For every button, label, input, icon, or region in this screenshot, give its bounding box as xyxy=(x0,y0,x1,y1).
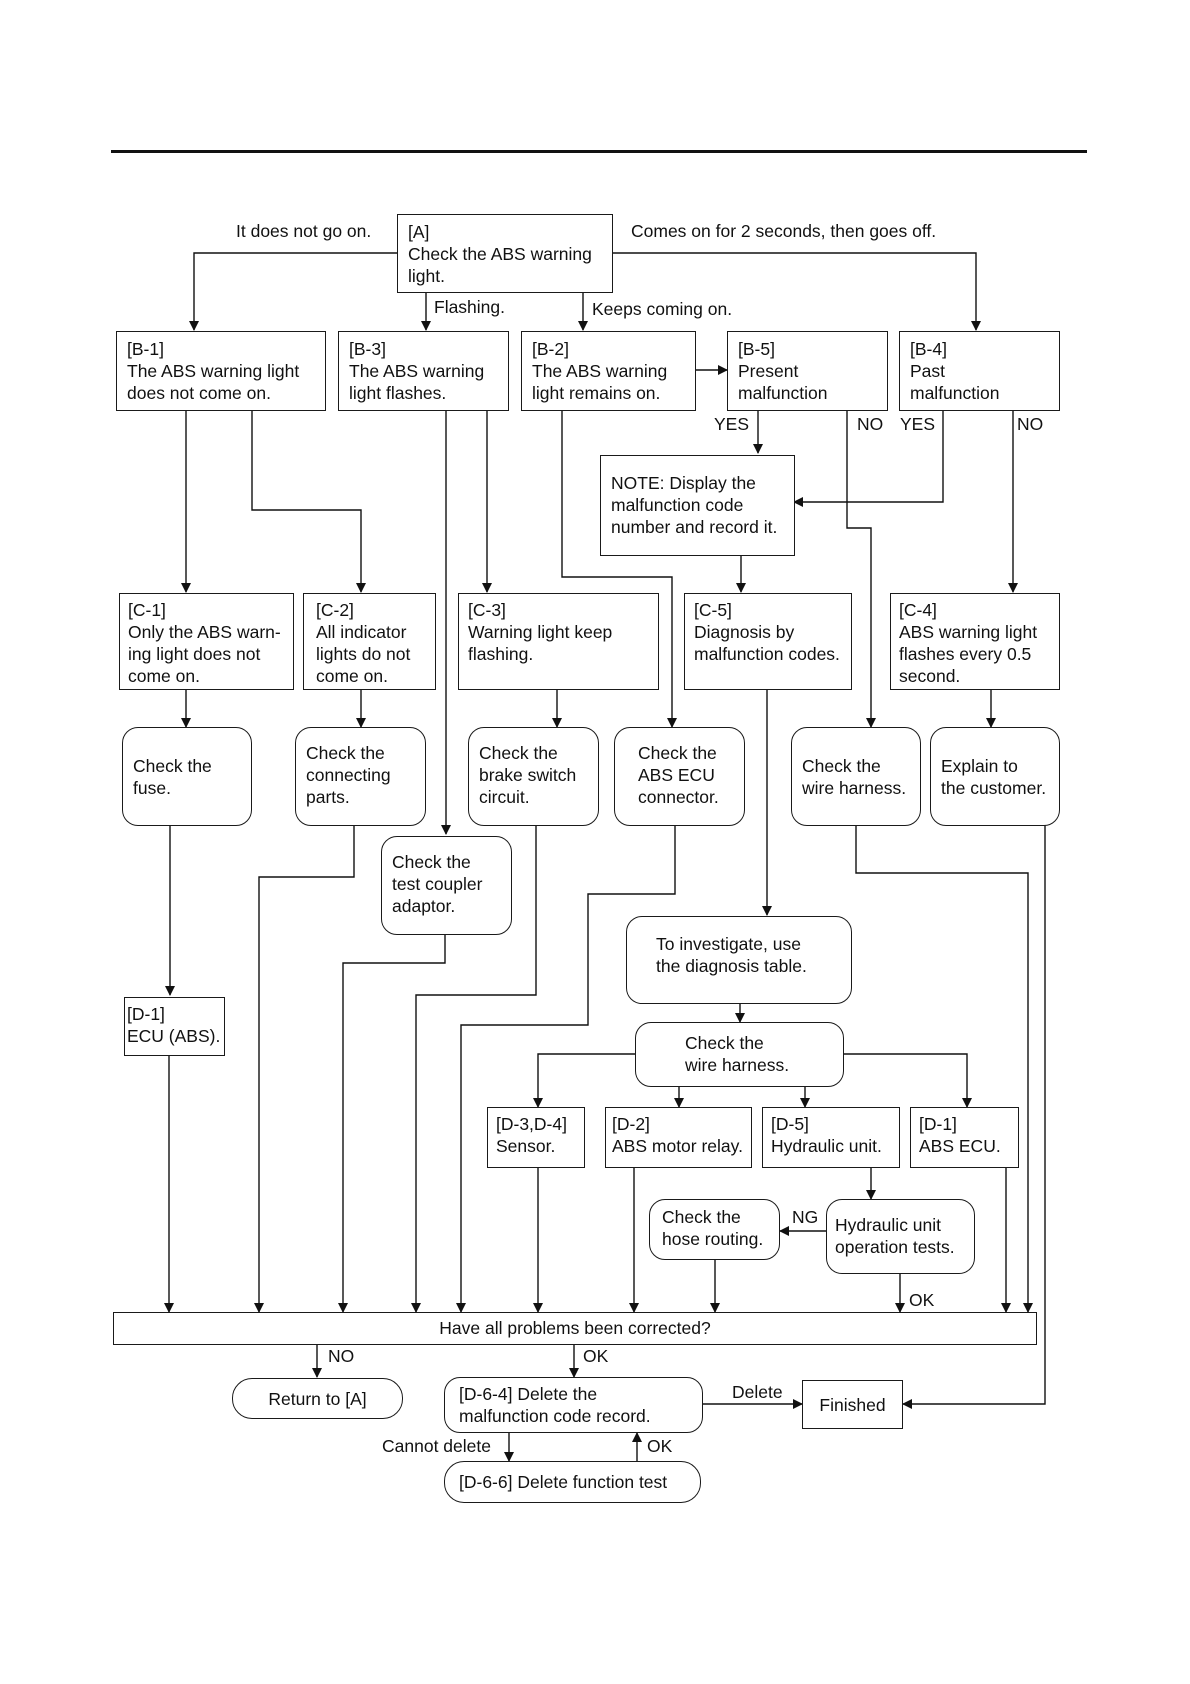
node-note: NOTE: Display the malfunction code numbe… xyxy=(600,455,795,556)
node-hydraulic-test: Hydraulic unit operation tests. xyxy=(826,1199,975,1274)
label-b5-yes: YES xyxy=(714,414,750,434)
edge-parts-corr xyxy=(254,825,355,1313)
node-check-fuse: Check the fuse. xyxy=(122,727,252,826)
label-flashing: Flashing. xyxy=(434,297,506,317)
node-check-test-coupler: Check the test coupler adaptor. xyxy=(381,836,512,935)
node-b2: [B-2] The ABS warning light remains on. xyxy=(521,331,696,411)
node-c5: [C-5] Diagnosis by malfunction codes. xyxy=(684,593,852,690)
edge-b4-note xyxy=(793,410,944,507)
node-finished: Finished xyxy=(802,1380,903,1429)
edge-wire2-d1b xyxy=(843,1053,972,1108)
node-explain-customer: Explain to the customer. xyxy=(930,727,1060,826)
label-ng: NG xyxy=(792,1207,819,1227)
node-problems-corrected: Have all problems been corrected? xyxy=(113,1312,1037,1345)
edge-a-b1 xyxy=(189,252,397,331)
node-check-connecting-parts: Check the connecting parts. xyxy=(295,727,426,826)
edge-wire2-d34 xyxy=(533,1053,636,1108)
header-rule xyxy=(111,150,1087,153)
label-not-on: It does not go on. xyxy=(236,221,372,241)
node-check-wire-harness-1: Check the wire harness. xyxy=(791,727,921,826)
label-no-corrected: NO xyxy=(328,1346,355,1366)
label-b4-no: NO xyxy=(1017,414,1044,434)
edge-coupler-corr xyxy=(338,934,446,1313)
node-d64-delete-record: [D-6-4] Delete the malfunction code reco… xyxy=(444,1377,703,1433)
edge-ecuconn-corr xyxy=(456,825,676,1313)
node-c2: [C-2] All indicator lights do not come o… xyxy=(303,593,436,690)
node-d34-sensor: [D-3,D-4] Sensor. xyxy=(487,1107,585,1168)
edge-b2-ecuconn xyxy=(561,410,677,728)
node-d1-ecu: [D-1] ECU (ABS). xyxy=(124,997,225,1056)
node-check-wire-harness-2: Check the wire harness. xyxy=(635,1022,844,1087)
edge-brake-corr xyxy=(411,825,537,1313)
label-comes-on: Comes on for 2 seconds, then goes off. xyxy=(631,221,937,241)
edge-a-b4 xyxy=(613,252,981,331)
node-check-ecu-connector: Check the ABS ECU connector. xyxy=(614,727,745,826)
edge-b5-wire xyxy=(846,410,876,728)
node-c1: [C-1] Only the ABS warn- ing light does … xyxy=(119,593,294,690)
label-cannot-delete: Cannot delete xyxy=(382,1436,491,1456)
node-d5-hydraulic-unit: [D-5] Hydraulic unit. xyxy=(762,1107,900,1168)
edge-explain-finished xyxy=(902,825,1046,1409)
node-b3: [B-3] The ABS warning light flashes. xyxy=(338,331,509,411)
edge-b1-c2 xyxy=(251,410,366,593)
node-b1: [B-1] The ABS warning light does not com… xyxy=(116,331,326,411)
label-delete: Delete xyxy=(732,1382,783,1402)
node-d2-motor-relay: [D-2] ABS motor relay. xyxy=(605,1107,752,1168)
node-b5: [B-5] Present malfunction xyxy=(727,331,888,411)
node-b4: [B-4] Past malfunction xyxy=(899,331,1060,411)
node-d1-abs-ecu: [D-1] ABS ECU. xyxy=(910,1107,1019,1168)
label-keeps-on: Keeps coming on. xyxy=(592,299,733,319)
node-return-to-a: Return to [A] xyxy=(232,1378,403,1419)
label-b5-no: NO xyxy=(857,414,884,434)
node-c3: [C-3] Warning light keep flashing. xyxy=(458,593,659,690)
label-b4-yes: YES xyxy=(900,414,936,434)
edge-wire1-corr xyxy=(855,825,1033,1313)
node-check-hose-routing: Check the hose routing. xyxy=(649,1199,780,1260)
label-ok-corrected: OK xyxy=(583,1346,609,1366)
label-ok-d66: OK xyxy=(647,1436,673,1456)
node-d66-delete-function-test: [D-6-6] Delete function test xyxy=(444,1461,701,1503)
node-c4: [C-4] ABS warning light flashes every 0.… xyxy=(890,593,1060,690)
node-check-brake-switch: Check the brake switch circuit. xyxy=(468,727,599,826)
node-investigate: To investigate, use the diagnosis table. xyxy=(626,916,852,1004)
label-ok-hydraulic: OK xyxy=(909,1290,935,1310)
node-a: [A] Check the ABS warning light. xyxy=(397,214,613,293)
